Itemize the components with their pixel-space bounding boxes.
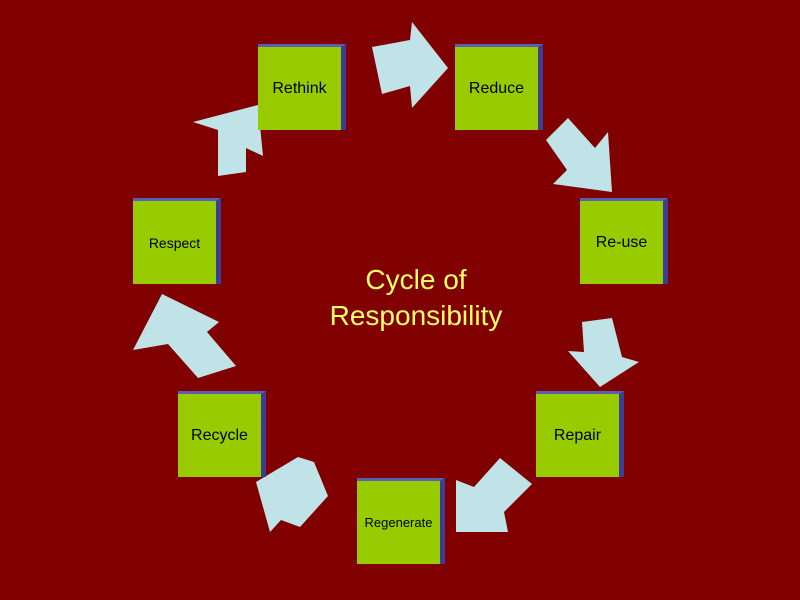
stage-label-rethink: Rethink	[272, 79, 327, 97]
arrow-recycle-to-respect	[133, 294, 236, 378]
arrow-respect-to-rethink	[193, 105, 263, 176]
stage-box-rethink: Rethink	[258, 44, 346, 130]
stage-box-respect: Respect	[133, 198, 221, 284]
title-line-2: Responsibility	[329, 300, 503, 331]
stage-box-repair: Repair	[536, 391, 624, 477]
stage-label-repair: Repair	[553, 426, 602, 444]
arrow-reduce-to-reuse	[546, 118, 612, 192]
stage-box-reduce: Reduce	[455, 44, 543, 130]
stage-label-reduce: Reduce	[468, 79, 525, 97]
stage-label-regenerate: Regenerate	[364, 515, 433, 530]
arrow-regenerate-to-recycle	[256, 457, 328, 532]
stage-label-reuse: Re-use	[595, 233, 648, 251]
diagram-title: Cycle of Responsibility	[286, 262, 546, 334]
stage-label-respect: Respect	[148, 234, 201, 251]
arrow-reuse-to-repair	[568, 318, 639, 387]
stage-box-reuse: Re-use	[580, 198, 668, 284]
stage-label-recycle: Recycle	[191, 426, 248, 444]
stage-box-regenerate: Regenerate	[357, 478, 445, 564]
arrow-rethink-to-reduce	[372, 22, 448, 108]
stage-box-recycle: Recycle	[178, 391, 266, 477]
arrow-repair-to-regenerate	[456, 458, 532, 532]
title-line-1: Cycle of	[365, 264, 467, 295]
